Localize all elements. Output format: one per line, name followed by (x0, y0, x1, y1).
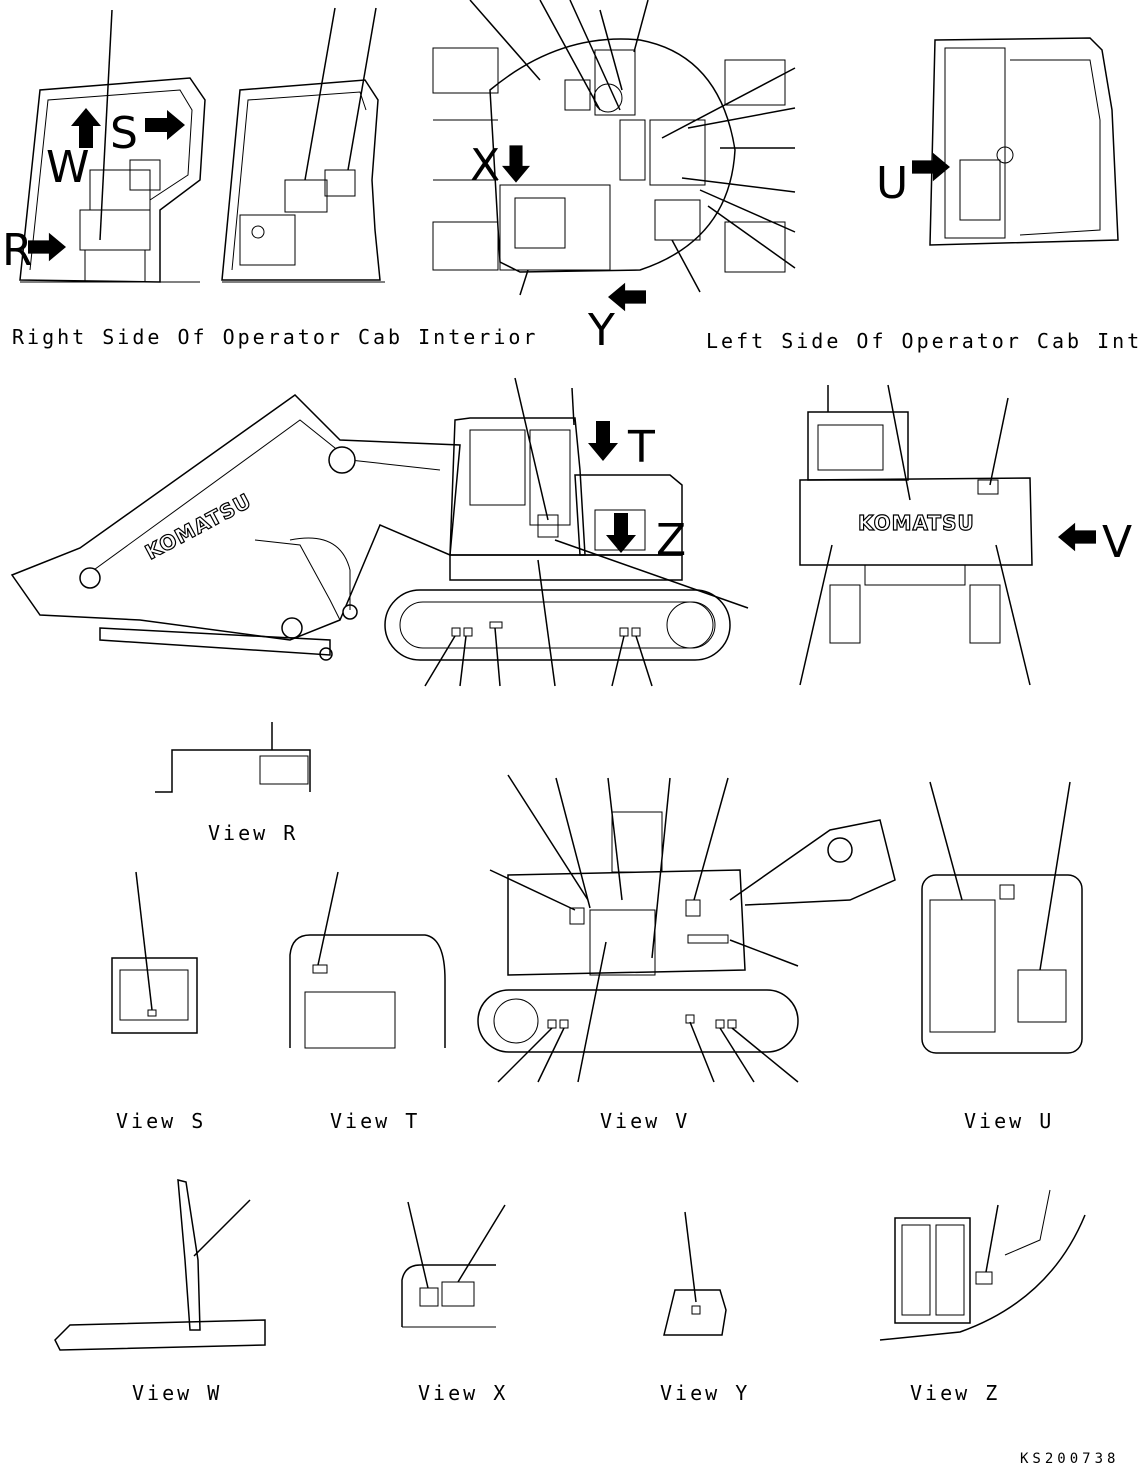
arrow-down-icon (606, 513, 636, 553)
excavator-rear-view (799, 384, 1033, 686)
cab-left-interior (929, 37, 1119, 246)
view-z-drawing (879, 1189, 1086, 1341)
view-letter-r: R (2, 225, 33, 276)
view-letter-t: T (627, 422, 655, 473)
arrow-down-icon (588, 421, 618, 461)
view-x-drawing (401, 1201, 506, 1328)
view-t-drawing (289, 871, 446, 1049)
view-letter-w: W (46, 142, 90, 193)
side-logo-text: KOMATSU (141, 488, 255, 564)
view-u-drawing (921, 781, 1083, 1054)
caption-cab-left: Left Side Of Operator Cab Interior (706, 329, 1138, 353)
top-view-revolving-frame (432, 0, 796, 296)
caption-view-w: View W (132, 1381, 222, 1405)
drawing-code: KS200738 (1020, 1451, 1119, 1466)
view-s-drawing (111, 871, 198, 1034)
view-letter-x: X (470, 140, 500, 191)
arrow-left-icon (1058, 522, 1096, 552)
caption-cab-right: Right Side Of Operator Cab Interior (12, 325, 538, 349)
arrow-right-icon (145, 110, 185, 140)
view-letter-s: S (110, 108, 138, 159)
view-v-drawing (477, 774, 896, 1083)
arrow-down-icon (502, 145, 530, 183)
cab-right-interior-rear (221, 7, 385, 283)
view-letter-z: Z (656, 515, 686, 566)
view-y-drawing (663, 1211, 727, 1336)
view-r-drawing (155, 722, 311, 793)
view-letter-v: V (1102, 517, 1132, 568)
excavator-side-view (10, 377, 749, 687)
caption-view-r: View R (208, 821, 298, 845)
caption-view-y: View Y (660, 1381, 750, 1405)
view-letter-u: U (876, 158, 908, 209)
cab-right-interior-front (19, 9, 206, 283)
rear-logo-text: KOMATSU (858, 511, 975, 535)
caption-view-v: View V (600, 1109, 690, 1133)
caption-view-u: View U (964, 1109, 1054, 1133)
caption-view-z: View Z (910, 1381, 1000, 1405)
caption-view-t: View T (330, 1109, 420, 1133)
caption-view-s: View S (116, 1109, 206, 1133)
view-letter-y: Y (587, 305, 615, 356)
view-w-drawing (54, 1179, 266, 1351)
caption-view-x: View X (418, 1381, 508, 1405)
